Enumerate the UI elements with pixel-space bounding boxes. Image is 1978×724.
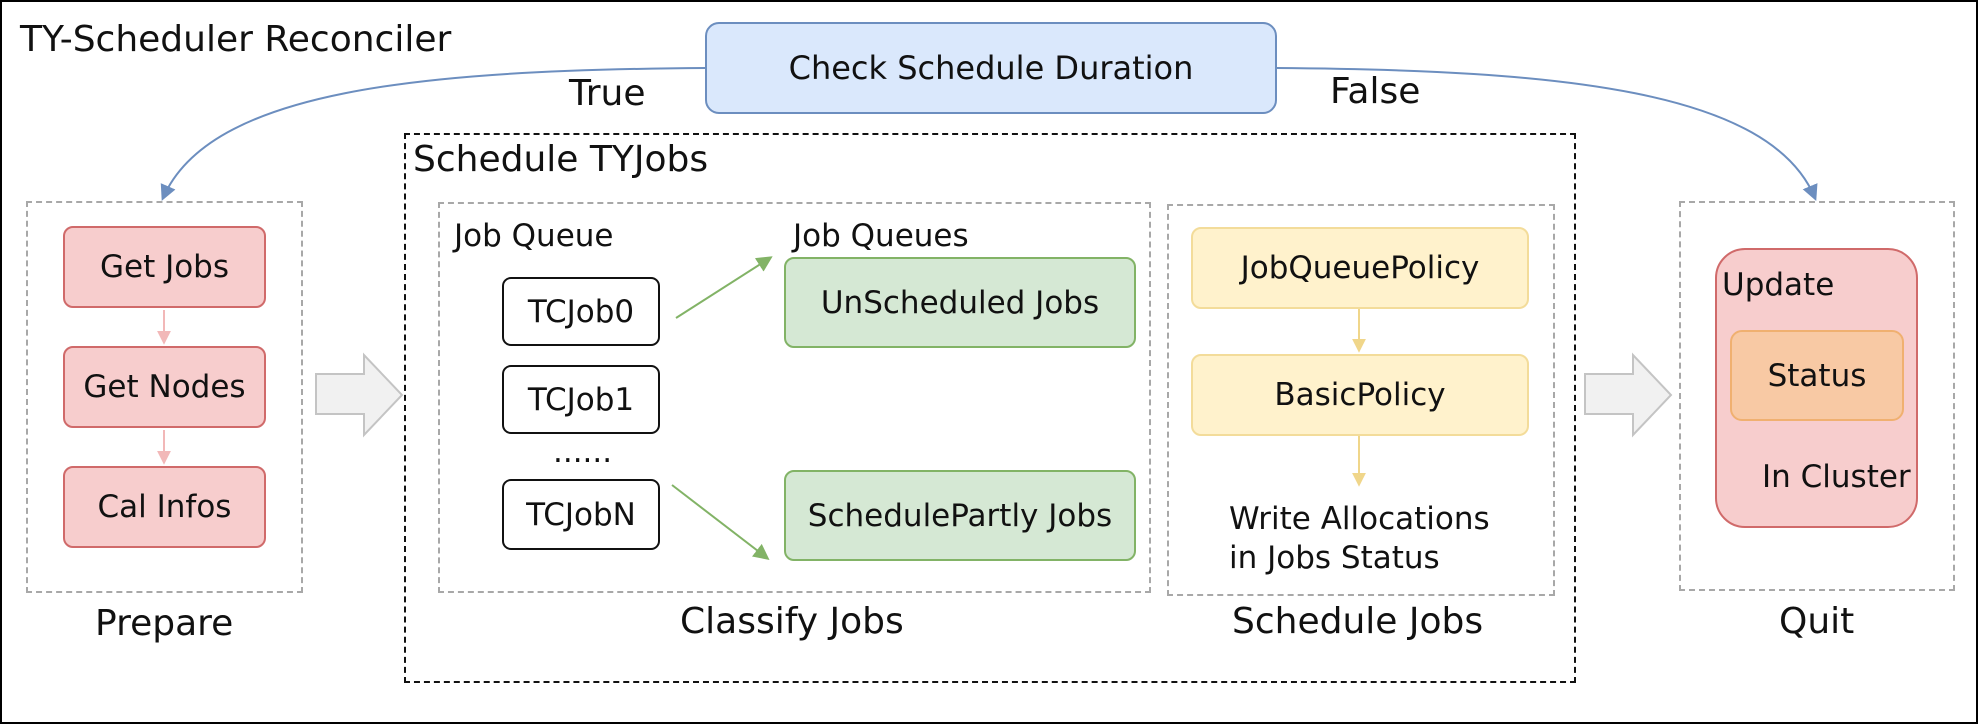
unscheduled-jobs-node: UnScheduled Jobs bbox=[784, 257, 1136, 348]
status-node: Status bbox=[1730, 330, 1904, 421]
get-jobs-node: Get Jobs bbox=[63, 226, 266, 308]
schedule-partly-jobs-node: SchedulePartly Jobs bbox=[784, 470, 1136, 561]
quit-caption: Quit bbox=[1779, 601, 1855, 642]
write-allocations-line2: in Jobs Status bbox=[1229, 540, 1440, 576]
quit-group bbox=[1679, 201, 1955, 591]
job-node-n: TCJobN bbox=[502, 479, 660, 550]
true-label: True bbox=[569, 73, 646, 114]
schedule-partly-jobs-label: SchedulePartly Jobs bbox=[807, 497, 1113, 534]
job-queue-label: Job Queue bbox=[454, 218, 614, 254]
prepare-caption: Prepare bbox=[95, 603, 234, 644]
schedule-tyjobs-title: Schedule TYJobs bbox=[413, 139, 709, 180]
check-schedule-duration-label: Check Schedule Duration bbox=[788, 49, 1194, 87]
diagram-title: TY-Scheduler Reconciler bbox=[20, 19, 452, 60]
get-jobs-label: Get Jobs bbox=[99, 249, 230, 285]
job-queue-policy-label: JobQueuePolicy bbox=[1240, 250, 1480, 286]
schedule-jobs-group bbox=[1167, 204, 1555, 596]
classify-jobs-caption: Classify Jobs bbox=[680, 601, 904, 642]
basic-policy-node: BasicPolicy bbox=[1191, 354, 1529, 436]
job-label-0: TCJob0 bbox=[527, 293, 635, 330]
schedule-tyjobs-group bbox=[404, 133, 1576, 683]
in-cluster-label: In Cluster bbox=[1762, 459, 1911, 495]
update-label: Update bbox=[1722, 267, 1835, 303]
get-nodes-label: Get Nodes bbox=[83, 369, 246, 405]
prepare-group bbox=[26, 201, 303, 593]
schedule-jobs-caption: Schedule Jobs bbox=[1232, 601, 1484, 642]
job-label-n: TCJobN bbox=[526, 496, 636, 533]
check-schedule-duration-node: Check Schedule Duration bbox=[705, 22, 1277, 114]
get-nodes-node: Get Nodes bbox=[63, 346, 266, 428]
job-node-1: TCJob1 bbox=[502, 365, 660, 434]
cal-infos-label: Cal Infos bbox=[97, 489, 232, 525]
job-ellipsis: ...... bbox=[553, 434, 613, 470]
job-queues-label: Job Queues bbox=[793, 218, 969, 254]
job-queue-policy-node: JobQueuePolicy bbox=[1191, 227, 1529, 309]
write-allocations-line1: Write Allocations bbox=[1229, 501, 1490, 537]
unscheduled-jobs-label: UnScheduled Jobs bbox=[820, 284, 1100, 321]
cal-infos-node: Cal Infos bbox=[63, 466, 266, 548]
false-label: False bbox=[1330, 71, 1421, 112]
basic-policy-label: BasicPolicy bbox=[1274, 377, 1446, 413]
job-label-1: TCJob1 bbox=[527, 381, 635, 418]
classify-jobs-group bbox=[438, 202, 1151, 593]
job-node-0: TCJob0 bbox=[502, 277, 660, 346]
status-label: Status bbox=[1767, 357, 1867, 394]
